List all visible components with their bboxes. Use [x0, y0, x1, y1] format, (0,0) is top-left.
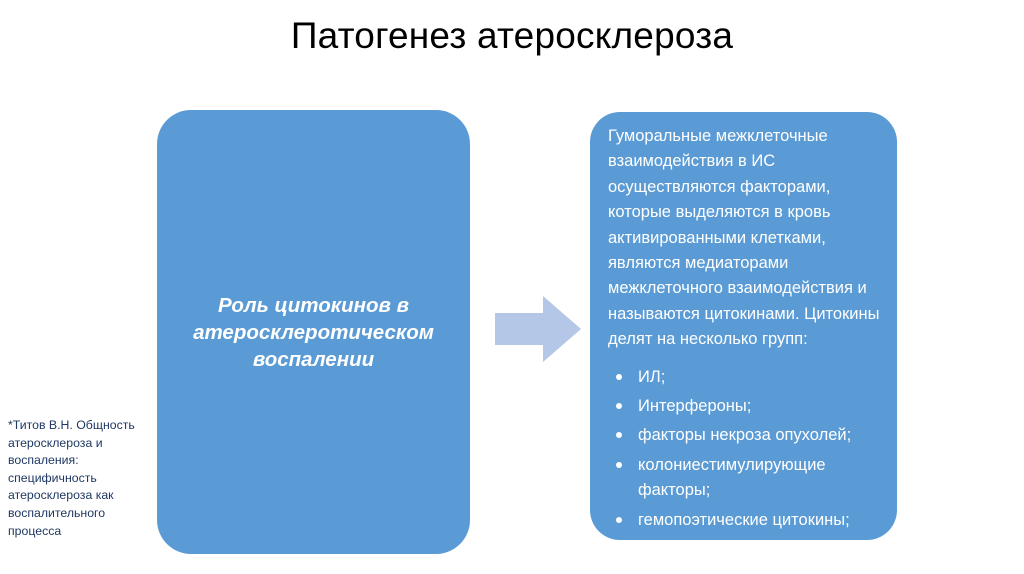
left-concept-box-text: Роль цитокинов в атеросклеротическом вос…: [193, 293, 434, 371]
list-item: колониестимулирующие факторы;: [608, 453, 883, 504]
list-item-label: колониестимулирующие факторы;: [638, 455, 826, 500]
list-item-label: гемопоэтические цитокины;: [638, 510, 850, 529]
right-detail-paragraph: Гуморальные межклеточные взаимодействия …: [608, 127, 880, 349]
list-item-label: факторы некроза опухолей;: [638, 426, 852, 445]
bullet-icon: [616, 373, 622, 380]
list-item: Интерфероны;: [608, 394, 883, 419]
bullet-icon: [616, 516, 622, 523]
right-detail-box: Гуморальные межклеточные взаимодействия …: [590, 112, 897, 540]
page-title: Патогенез атеросклероза: [290, 15, 734, 56]
list-item: гемопоэтические цитокины;: [608, 508, 883, 533]
right-arrow-icon: [495, 296, 581, 362]
left-concept-box: Роль цитокинов в атеросклеротическом вос…: [157, 110, 470, 554]
bullet-icon: [616, 461, 622, 468]
list-item: факторы некроза опухолей;: [608, 423, 883, 448]
bullet-icon: [616, 403, 622, 410]
list-item-label: Интерфероны;: [638, 397, 752, 416]
list-item: ИЛ;: [608, 365, 883, 390]
list-item-label: ИЛ;: [638, 367, 666, 386]
cytokine-group-list: ИЛ; Интерфероны; факторы некроза опухоле…: [608, 365, 883, 533]
source-footnote: *Титов В.Н. Общность атеросклероза и вос…: [8, 418, 135, 538]
bullet-icon: [616, 432, 622, 439]
